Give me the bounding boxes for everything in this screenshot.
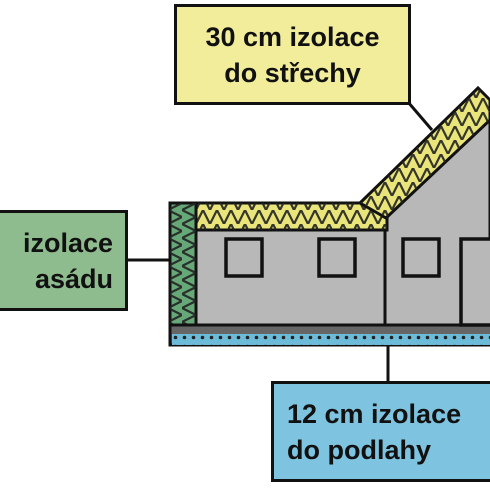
window-icon [317,237,357,278]
door-icon [459,237,490,327]
window-icon [401,237,441,278]
roof-label-line2: do střechy [224,57,361,88]
wall-label-line2: asádu [34,263,113,294]
floor-label-line2: do podlahy [287,434,431,465]
roof-label-line1: 30 cm izolace [205,21,380,52]
floor-insulation-label: 12 cm izolace do podlahy [271,381,490,482]
roof-leader-line [406,101,434,131]
wall-label-line1: izolace [22,227,113,258]
facade-insulation-label: izolace asádu [0,210,128,311]
floor-label-line1: 12 cm izolace [287,398,462,429]
roof-insulation-label: 30 cm izolace do střechy [174,4,411,105]
window-icon [224,237,264,278]
